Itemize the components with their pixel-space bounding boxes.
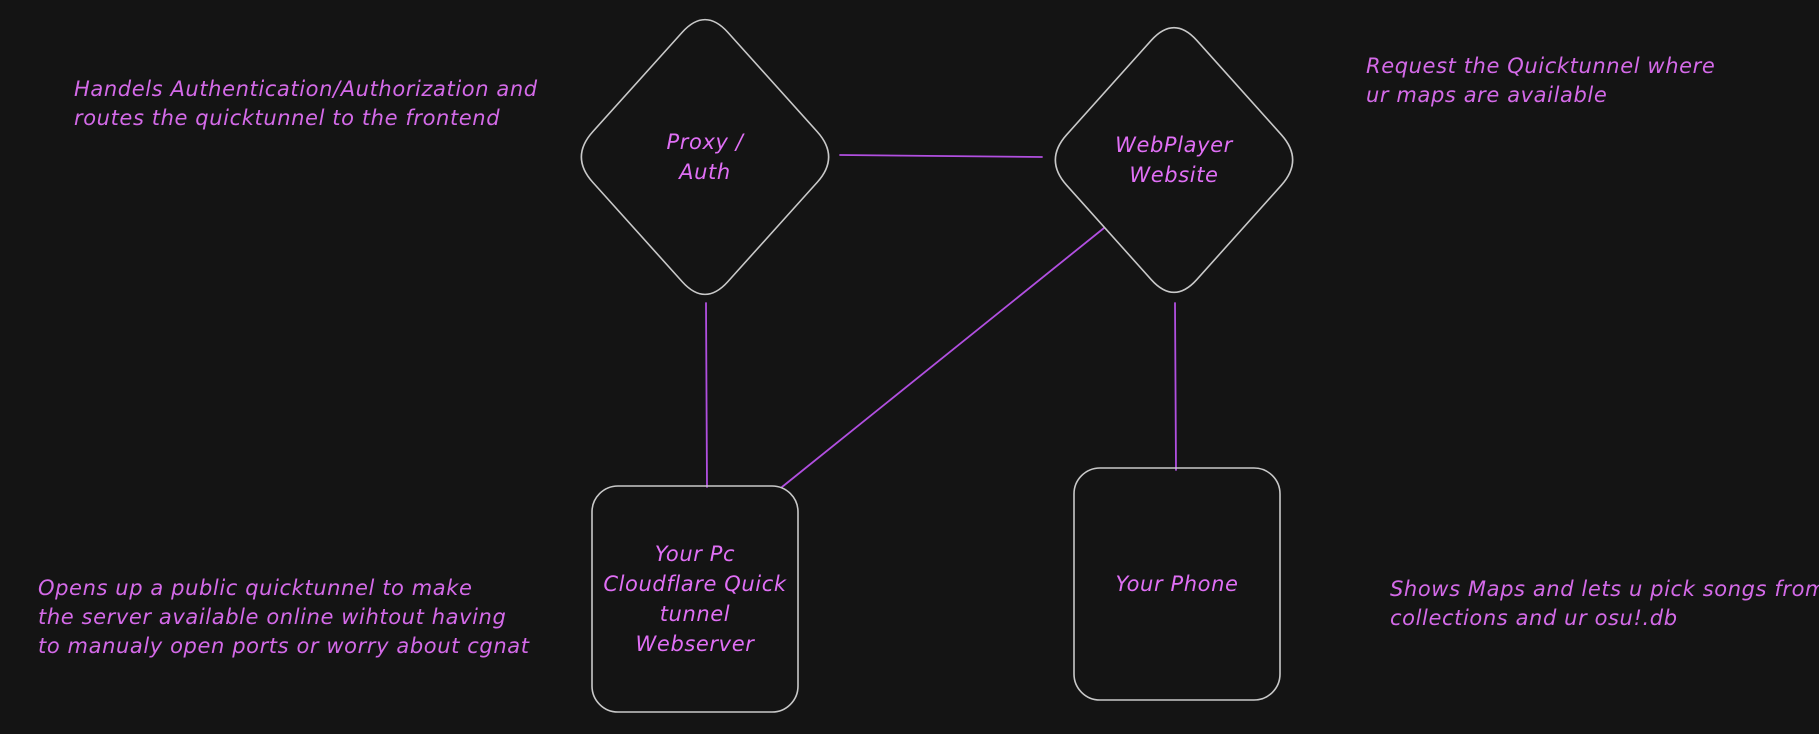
annotation-line: ur maps are available <box>1366 83 1608 107</box>
annotation-line: to manualy open ports or worry about cgn… <box>38 634 530 658</box>
edge-webplayer-to-your-pc <box>781 227 1105 488</box>
annotation-line: collections and ur osu!.db <box>1390 606 1678 630</box>
annotation-line: the server available online wihtout havi… <box>38 605 507 629</box>
annotation-line: Opens up a public quicktunnel to make <box>38 576 473 600</box>
note-proxy-auth: Handels Authentication/Authorization and… <box>74 75 538 133</box>
note-your-pc: Opens up a public quicktunnel to make the… <box>38 574 530 661</box>
annotation-line: Handels Authentication/Authorization and <box>74 77 538 101</box>
node-shape-your-pc[interactable] <box>591 485 799 713</box>
node-shape-proxy-auth[interactable] <box>580 18 830 296</box>
node-shape-your-phone[interactable] <box>1073 467 1281 701</box>
note-your-phone: Shows Maps and lets u pick songs from col… <box>1390 575 1819 633</box>
edge-webplayer-to-your-phone <box>1174 302 1177 471</box>
annotation-line: Shows Maps and lets u pick songs from <box>1390 577 1819 601</box>
annotation-line: Request the Quicktunnel where <box>1366 54 1716 78</box>
edge-proxy-to-your-pc <box>705 302 708 488</box>
node-shape-layer <box>580 18 1294 713</box>
edge-layer <box>705 154 1177 488</box>
note-webplayer: Request the Quicktunnel where ur maps are… <box>1366 52 1715 110</box>
edge-proxy-to-webplayer <box>839 154 1043 158</box>
node-shape-webplayer-website[interactable] <box>1054 26 1294 294</box>
annotation-line: routes the quicktunnel to the frontend <box>74 106 501 130</box>
